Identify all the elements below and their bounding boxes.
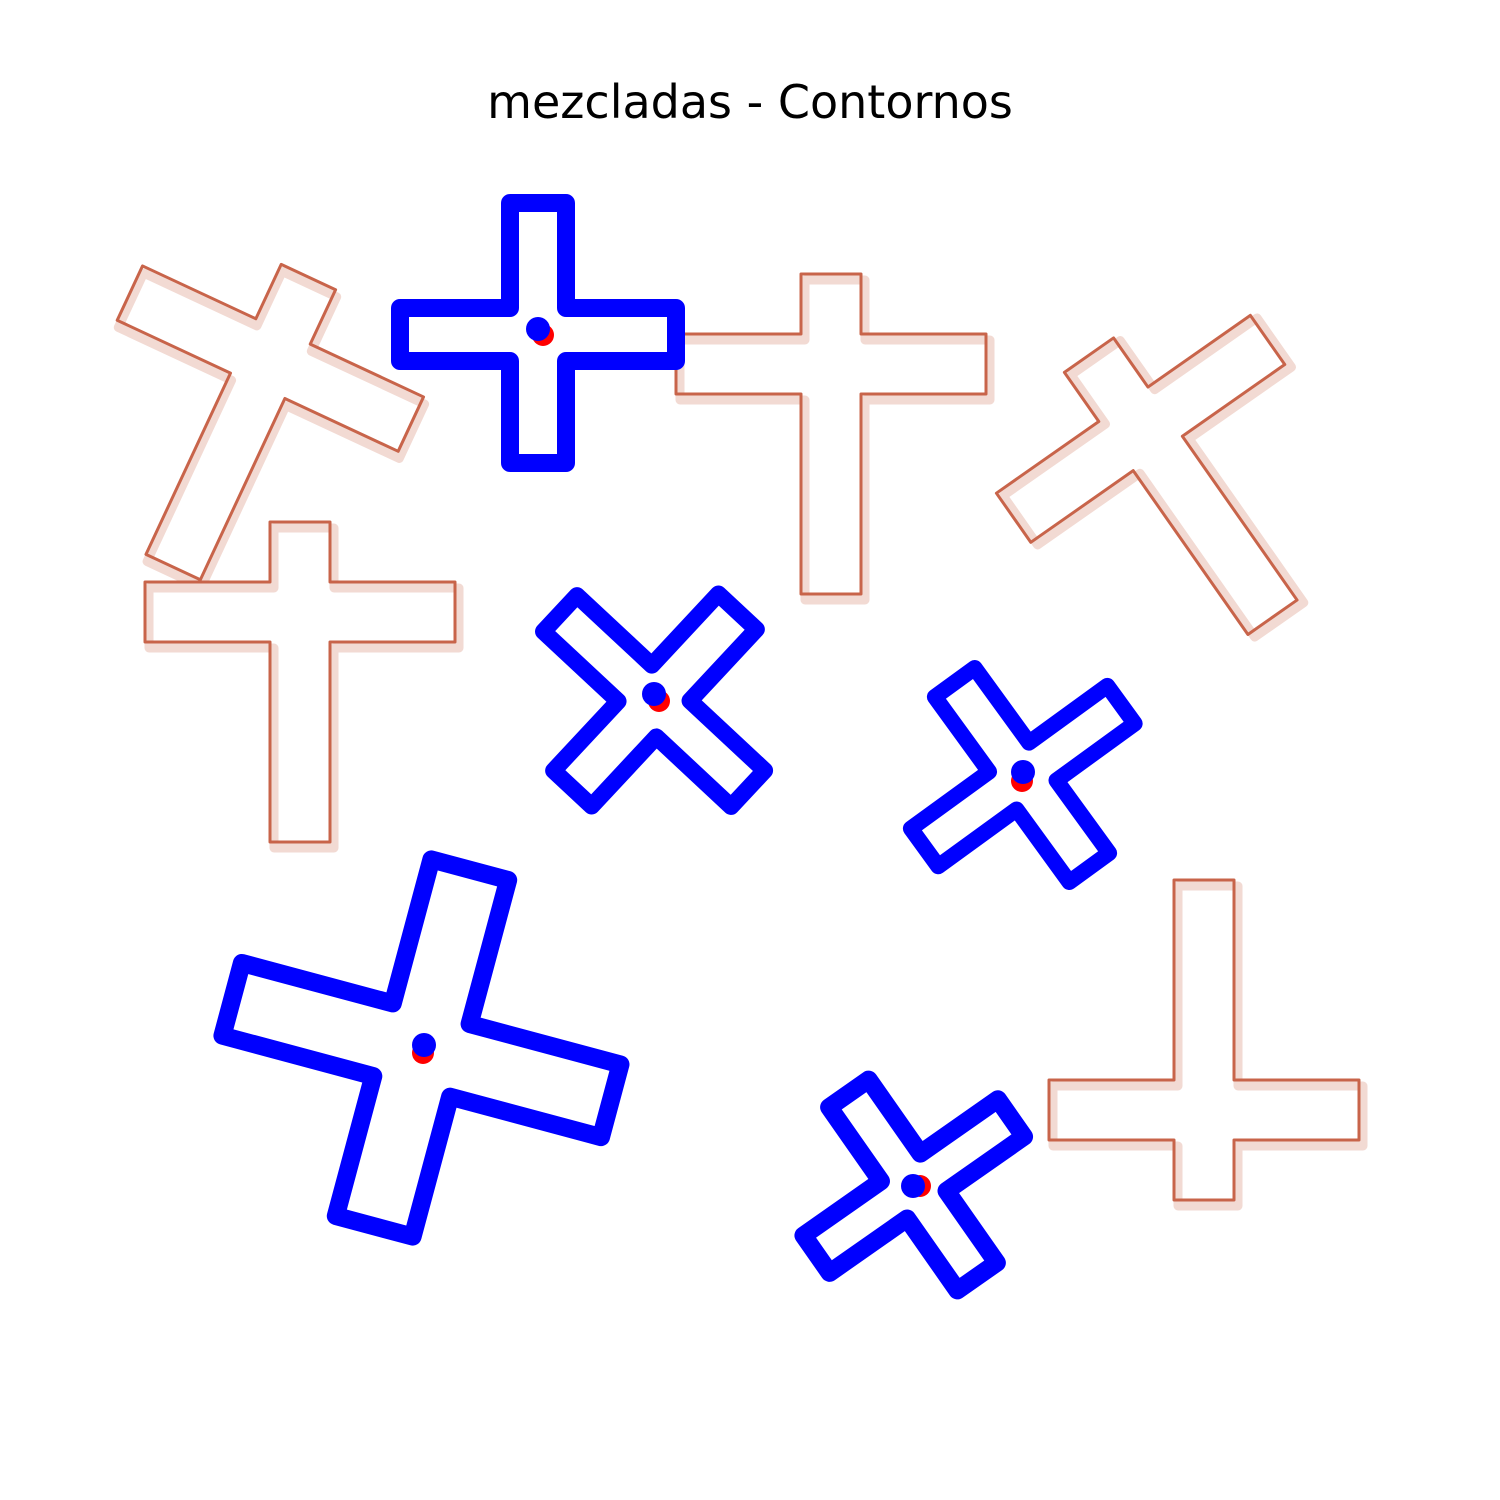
centroid-marker [642, 682, 670, 712]
figure-title: mezcladas - Contornos [487, 75, 1013, 129]
latin-cross-outline [960, 264, 1406, 711]
latin-cross-outline [143, 520, 459, 848]
centroid-marker [412, 1033, 436, 1064]
centroid-marker [901, 1174, 931, 1198]
undetected-shapes [30, 210, 1406, 1206]
centroid-marker [1011, 760, 1035, 792]
latin-cross-outline [674, 272, 990, 600]
latin-cross-outline [30, 210, 452, 640]
latin-cross-outline [1047, 878, 1363, 1206]
centroid-marker [526, 317, 554, 346]
centroids [412, 317, 1035, 1198]
